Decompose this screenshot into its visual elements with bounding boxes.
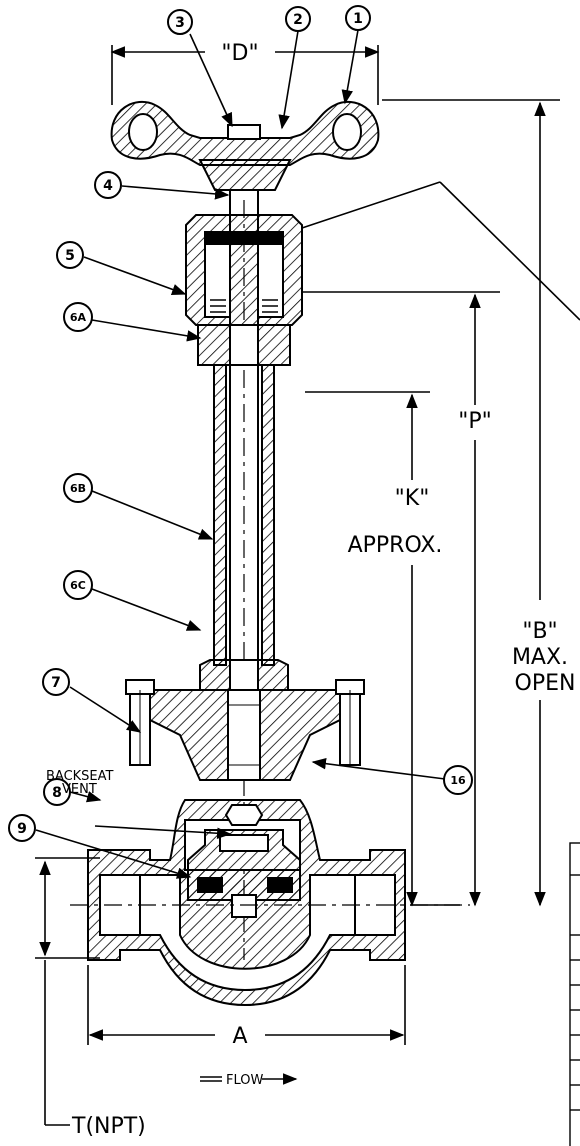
balloon-6a: 6A <box>63 302 93 332</box>
balloon-4-text: 4 <box>103 178 113 194</box>
flow-arrow <box>200 1073 298 1085</box>
balloon-6a-text: 6A <box>70 311 87 324</box>
backseat-note-line2: VENT <box>62 782 97 797</box>
balloon-3: 3 <box>167 9 193 35</box>
balloon-9-text: 9 <box>17 821 27 837</box>
balloon-6c-text: 6C <box>70 579 86 592</box>
handwheel <box>110 100 380 191</box>
bonnet <box>125 679 365 781</box>
dim-p-label: "P" <box>458 409 492 434</box>
dim-t-label: T(NPT) <box>71 1114 146 1139</box>
balloon-8-text: 8 <box>52 785 62 801</box>
disc-assembly <box>187 804 301 918</box>
bonnet-nut <box>185 214 303 326</box>
leader-lines <box>35 29 446 879</box>
dim-d-label: "D" <box>221 41 258 66</box>
backseat-note-line1: BACKSEAT <box>46 769 114 784</box>
balloon-5-text: 5 <box>65 248 75 264</box>
dim-b-label: "B" <box>522 619 557 644</box>
balloon-2: 2 <box>285 6 311 32</box>
balloon-7-text: 7 <box>51 675 61 691</box>
balloon-16-text: 16 <box>450 774 466 787</box>
dimension-lines <box>35 45 580 1126</box>
balloon-1: 1 <box>345 5 371 31</box>
dimension-table-edge <box>569 842 580 1146</box>
balloon-1-text: 1 <box>353 11 363 27</box>
balloon-6b: 6B <box>63 473 93 503</box>
balloon-9: 9 <box>8 814 36 842</box>
balloon-4: 4 <box>94 171 122 199</box>
balloon-7: 7 <box>42 668 70 696</box>
balloon-5: 5 <box>56 241 84 269</box>
flow-label: FLOW <box>226 1073 263 1088</box>
balloon-3-text: 3 <box>175 15 185 31</box>
dim-b-note-open: OPEN <box>515 671 576 696</box>
balloon-6b-text: 6B <box>70 482 86 495</box>
dim-b-note-max: MAX. <box>512 645 568 670</box>
dim-k-note: APPROX. <box>348 533 443 558</box>
extension-tube <box>197 324 291 691</box>
balloon-6c: 6C <box>63 570 93 600</box>
balloon-2-text: 2 <box>293 12 303 28</box>
dim-a-label: A <box>232 1024 247 1049</box>
dim-k-label: "K" <box>395 486 430 511</box>
balloon-8: 8 <box>43 778 71 806</box>
balloon-16: 16 <box>443 765 473 795</box>
